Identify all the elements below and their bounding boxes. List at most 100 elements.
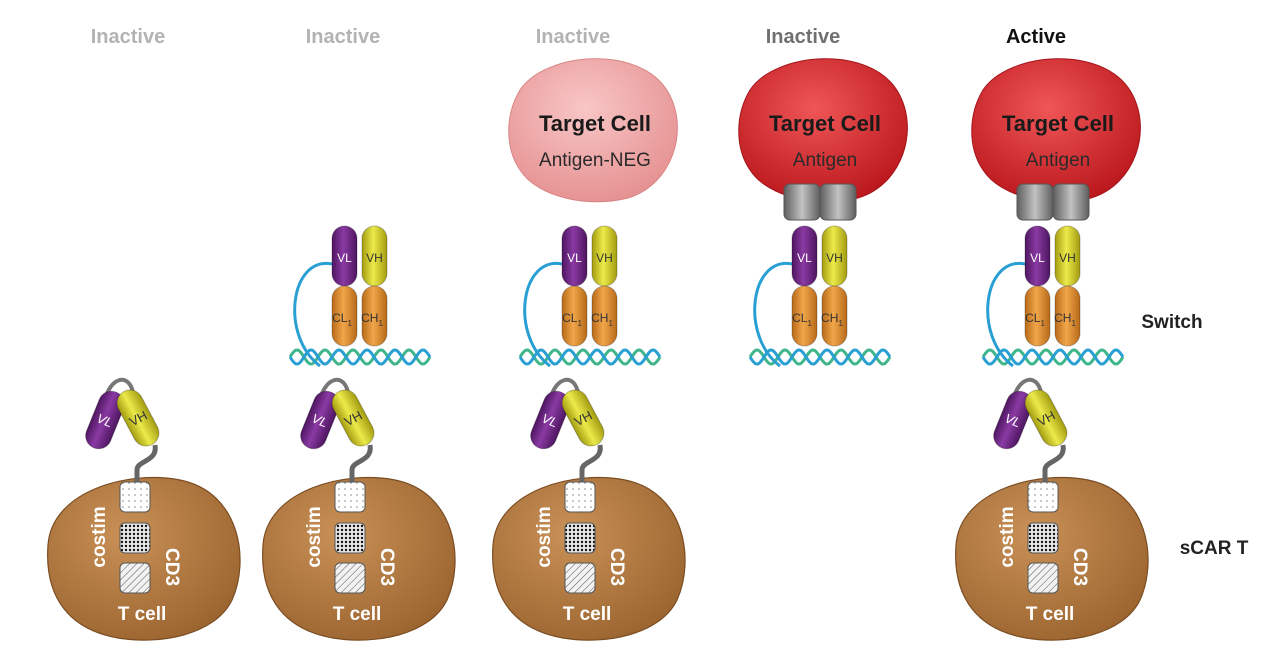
switch-row-label: Switch xyxy=(1141,312,1202,333)
status-label: Inactive xyxy=(536,26,610,48)
car-vh-label: VH xyxy=(1035,408,1058,430)
switch-cl-label: CL1 xyxy=(792,311,812,328)
switch-vh-label: VH xyxy=(596,251,613,265)
switch-ch-label: CH1 xyxy=(821,311,843,328)
tcell-body xyxy=(47,476,241,641)
switch-cl-text: CL xyxy=(332,311,348,325)
switch-ch-label: CH1 xyxy=(361,311,383,328)
switch-ch-subscript: 1 xyxy=(608,319,613,328)
car-vh-domain xyxy=(1024,389,1068,447)
car-vh-label: VH xyxy=(127,408,150,430)
tcell-label: T cell xyxy=(118,604,167,625)
linker-loop xyxy=(293,262,333,368)
car-vl-label: VL xyxy=(1003,411,1023,431)
switch-vh-label: VH xyxy=(1059,251,1076,265)
switch-vh-label: VH xyxy=(826,251,843,265)
switch-cl-subscript: 1 xyxy=(347,319,352,328)
helix-strand-a xyxy=(518,348,662,366)
tcell-label: T cell xyxy=(563,604,612,625)
antigen-right xyxy=(1052,183,1090,221)
costim-domain-upper xyxy=(334,481,366,513)
costim-domain-lower xyxy=(564,522,596,554)
car-vl-group: VL xyxy=(85,390,125,450)
switch-ch-label: CH1 xyxy=(591,311,613,328)
switch-ch-label: CH1 xyxy=(1054,311,1076,328)
costim-label: costim xyxy=(89,506,110,567)
switch-cl-text: CL xyxy=(1025,311,1041,325)
scar-t-row-label: sCAR T xyxy=(1180,538,1249,559)
switch-cl-subscript: 1 xyxy=(807,319,812,328)
target-cell xyxy=(971,58,1141,203)
cd3-domain xyxy=(334,562,366,594)
car-vh-group: VH xyxy=(561,389,605,447)
tcell-label: T cell xyxy=(1026,604,1075,625)
car-vl-domain xyxy=(993,390,1033,450)
antigen-left xyxy=(783,183,821,221)
linker-loop xyxy=(523,262,563,368)
switch-ch-domain xyxy=(821,285,848,347)
car-vh-domain xyxy=(331,389,375,447)
cd3-label: CD3 xyxy=(606,548,627,586)
target-cell-title: Target Cell xyxy=(1002,111,1114,136)
status-label: Inactive xyxy=(91,26,165,48)
switch-cl-domain xyxy=(331,285,358,347)
target-cell-antigen-label: Antigen xyxy=(1026,150,1090,171)
linker-loop xyxy=(753,262,793,368)
linker-loop xyxy=(986,262,1026,368)
switch-vl-label: VL xyxy=(567,251,582,265)
costim-domain-lower xyxy=(1027,522,1059,554)
cd3-domain xyxy=(564,562,596,594)
car-hinge xyxy=(349,444,373,485)
switch-cl-domain xyxy=(791,285,818,347)
switch-vl-label: VL xyxy=(797,251,812,265)
target-cell xyxy=(738,58,908,203)
car-vl-label: VL xyxy=(540,411,560,431)
car-vl-group: VL xyxy=(300,390,340,450)
helix-strand-a xyxy=(748,348,892,366)
car-vh-label: VH xyxy=(342,408,365,430)
car-vl-domain xyxy=(85,390,125,450)
cd3-label: CD3 xyxy=(376,548,397,586)
cd3-label: CD3 xyxy=(161,548,182,586)
switch-cl-subscript: 1 xyxy=(1040,319,1045,328)
switch-cl-label: CL1 xyxy=(1025,311,1045,328)
car-vl-group: VL xyxy=(993,390,1033,450)
car-vl-label: VL xyxy=(95,411,115,431)
costim-label: costim xyxy=(304,506,325,567)
car-vh-label: VH xyxy=(572,408,595,430)
car-vh-domain xyxy=(561,389,605,447)
switch-cl-subscript: 1 xyxy=(577,319,582,328)
target-cell-title: Target Cell xyxy=(769,111,881,136)
cd3-domain xyxy=(119,562,151,594)
switch-ch-subscript: 1 xyxy=(1071,319,1076,328)
car-vl-group: VL xyxy=(530,390,570,450)
switch-cl-domain xyxy=(1024,285,1051,347)
switch-cl-label: CL1 xyxy=(562,311,582,328)
switch-cl-text: CL xyxy=(792,311,808,325)
switch-ch-domain xyxy=(361,285,388,347)
status-label: Active xyxy=(1006,26,1066,48)
car-vh-group: VH xyxy=(116,389,160,447)
antigen-right xyxy=(819,183,857,221)
costim-domain-lower xyxy=(334,522,366,554)
target-cell xyxy=(508,58,678,203)
switch-ch-text: CH xyxy=(1054,311,1071,325)
row-labels: Switch sCAR T xyxy=(1141,312,1248,559)
tcell-label: T cell xyxy=(333,604,382,625)
costim-label: costim xyxy=(534,506,555,567)
target-cell-antigen-label: Antigen-NEG xyxy=(539,150,651,171)
car-hinge xyxy=(1042,444,1066,485)
costim-domain-upper xyxy=(1027,481,1059,513)
cd3-label: CD3 xyxy=(1069,548,1090,586)
car-vh-group: VH xyxy=(331,389,375,447)
cd3-domain xyxy=(1027,562,1059,594)
car-vh-domain xyxy=(116,389,160,447)
switch-vh-label: VH xyxy=(366,251,383,265)
car-vh-group: VH xyxy=(1024,389,1068,447)
